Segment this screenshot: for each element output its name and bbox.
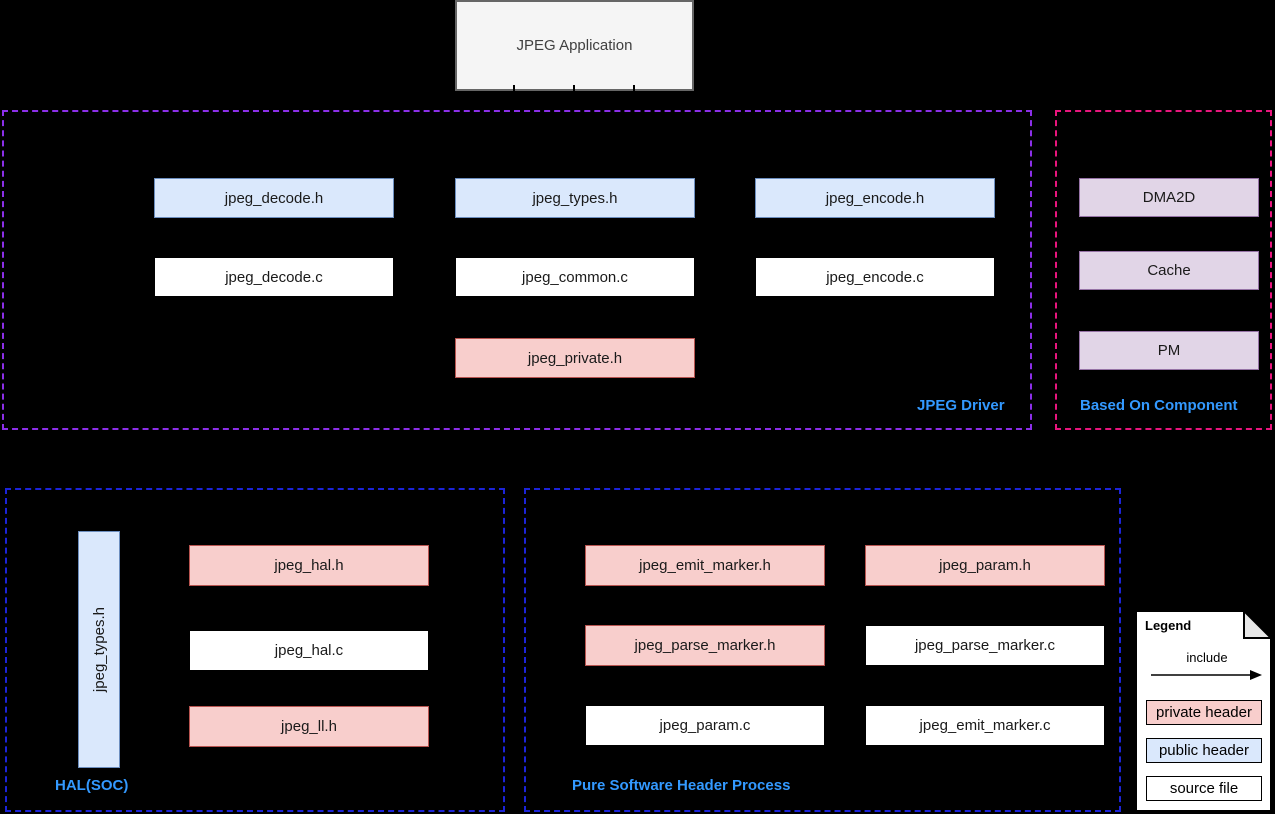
node-label: jpeg_private.h — [527, 349, 623, 367]
node-label: jpeg_hal.c — [274, 642, 344, 659]
node-jpeg-emit-marker-h: jpeg_emit_marker.h — [585, 545, 825, 586]
region-based-on-component-label: Based On Component — [1080, 397, 1238, 414]
node-dma2d: DMA2D — [1079, 178, 1259, 217]
legend-title: Legend — [1145, 618, 1192, 633]
node-jpeg-types-h-vertical: jpeg_types.h — [78, 531, 120, 768]
include-arrow-stub — [573, 85, 575, 92]
node-jpeg-hal-c: jpeg_hal.c — [189, 630, 429, 671]
node-label: jpeg_types.h — [532, 189, 618, 207]
node-jpeg-param-c: jpeg_param.c — [585, 705, 825, 746]
node-label: jpeg_param.c — [659, 717, 751, 734]
legend-item-private-header: private header — [1146, 700, 1262, 725]
node-jpeg-emit-marker-c: jpeg_emit_marker.c — [865, 705, 1105, 746]
node-jpeg-param-h: jpeg_param.h — [865, 545, 1105, 586]
node-jpeg-encode-c: jpeg_encode.c — [755, 257, 995, 297]
node-label: jpeg_parse_marker.c — [914, 637, 1056, 654]
node-jpeg-parse-marker-h: jpeg_parse_marker.h — [585, 625, 825, 666]
region-pure-software-header-process — [524, 488, 1121, 812]
node-label: jpeg_hal.h — [274, 557, 344, 574]
node-jpeg-encode-h: jpeg_encode.h — [755, 178, 995, 218]
node-label: DMA2D — [1142, 189, 1196, 206]
legend-item-source-file: source file — [1146, 776, 1262, 801]
node-label: jpeg_encode.h — [825, 189, 925, 207]
legend-item-label: public header — [1158, 742, 1250, 759]
legend-item-label: source file — [1169, 780, 1239, 797]
legend-include-label: include — [1186, 650, 1228, 665]
node-label: jpeg_param.h — [939, 557, 1031, 574]
node-label: PM — [1157, 342, 1181, 359]
node-label: jpeg_emit_marker.h — [639, 557, 771, 574]
node-label: Cache — [1147, 262, 1191, 279]
region-hal-soc — [5, 488, 505, 812]
node-label: jpeg_decode.h — [224, 189, 324, 207]
folded-corner-icon — [1243, 610, 1272, 639]
region-jpeg-driver — [2, 110, 1032, 430]
include-arrow-icon — [1151, 670, 1262, 680]
node-label: jpeg_decode.c — [225, 268, 323, 286]
node-jpeg-application-label: JPEG Application — [516, 37, 633, 54]
node-jpeg-application: JPEG Application — [455, 0, 694, 91]
node-label: jpeg_parse_marker.h — [634, 637, 776, 654]
region-hal-soc-label: HAL(SOC) — [55, 777, 129, 794]
node-jpeg-decode-h: jpeg_decode.h — [154, 178, 394, 218]
node-label: jpeg_common.c — [522, 268, 628, 286]
node-jpeg-ll-h: jpeg_ll.h — [189, 706, 429, 747]
node-jpeg-decode-c: jpeg_decode.c — [154, 257, 394, 297]
include-arrow-stub — [513, 85, 515, 92]
include-arrow-stub — [633, 85, 635, 92]
region-pure-software-header-process-label: Pure Software Header Process — [572, 777, 791, 794]
node-pm: PM — [1079, 331, 1259, 370]
region-based-on-component — [1055, 110, 1272, 430]
node-jpeg-parse-marker-c: jpeg_parse_marker.c — [865, 625, 1105, 666]
node-jpeg-hal-h: jpeg_hal.h — [189, 545, 429, 586]
node-jpeg-private-h: jpeg_private.h — [455, 338, 695, 378]
node-label: jpeg_emit_marker.c — [919, 717, 1051, 734]
node-label: jpeg_ll.h — [281, 718, 337, 735]
node-label: jpeg_encode.c — [826, 268, 924, 286]
node-cache: Cache — [1079, 251, 1259, 290]
legend: Legend include private header public hea… — [1135, 610, 1272, 812]
node-jpeg-common-c: jpeg_common.c — [455, 257, 695, 297]
legend-item-label: private header — [1156, 704, 1252, 721]
node-label: jpeg_types.h — [90, 606, 108, 693]
region-jpeg-driver-label: JPEG Driver — [917, 397, 1005, 414]
node-jpeg-types-h: jpeg_types.h — [455, 178, 695, 218]
legend-item-public-header: public header — [1146, 738, 1262, 763]
